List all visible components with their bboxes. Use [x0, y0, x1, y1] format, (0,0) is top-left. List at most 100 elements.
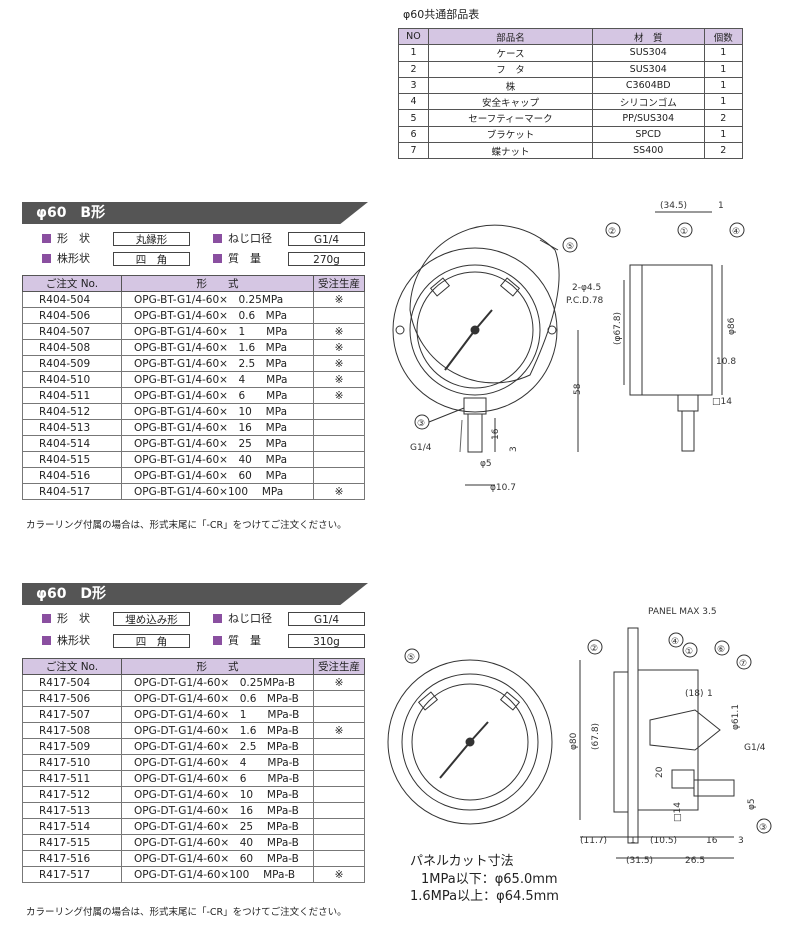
- order-number: R417-509: [22, 738, 122, 755]
- b-callout-4: ④: [732, 227, 740, 237]
- parts-cell: 蝶ナット: [427, 142, 594, 160]
- order-number: R404-506: [22, 307, 122, 324]
- parts-cell: 安全キャップ: [427, 93, 594, 111]
- parts-cell: SS400: [592, 142, 705, 160]
- model-type: OPG-DT-G1/4-60× 40 MPa-B: [121, 834, 314, 851]
- order-number: R417-514: [22, 818, 122, 835]
- drawing-b: ⑤ 2-φ4.5 P.C.D.78 58 16 3 ③ G1/4 φ5 φ10.…: [392, 201, 745, 493]
- model-type: OPG-BT-G1/4-60× 10 MPa: [121, 403, 314, 420]
- parts-cell: 4: [398, 93, 429, 111]
- d-stock-label: 株形状: [42, 633, 90, 649]
- b-dim-phi5: φ5: [480, 459, 492, 469]
- parts-cell: フ タ: [427, 60, 594, 78]
- parts-cell: SUS304: [592, 44, 705, 62]
- model-type: OPG-BT-G1/4-60× 0.6 MPa: [121, 307, 314, 324]
- d-callout-3: ③: [759, 823, 767, 833]
- parts-header-cell: 材 質: [592, 27, 705, 46]
- parts-cell: 7: [398, 142, 429, 160]
- parts-cell: 1: [703, 125, 743, 144]
- b-thread-label: ねじ口径: [213, 231, 272, 247]
- made-to-order-mark: ※: [313, 339, 365, 356]
- d-mass-value: 310g: [288, 634, 365, 648]
- d-dim-117: (11.7): [580, 836, 607, 846]
- b-stock-label: 株形状: [42, 251, 90, 267]
- order-header-cell: 受注生産: [313, 658, 365, 675]
- d-dim-678: (67.8): [591, 723, 601, 750]
- bullet-square-icon: [42, 636, 51, 645]
- b-dim-58: 58: [573, 383, 583, 395]
- d-dim-sq14: □14: [673, 802, 683, 822]
- order-number: R417-506: [22, 690, 122, 707]
- parts-cell: SUS304: [592, 60, 705, 78]
- made-to-order-mark: [313, 307, 365, 324]
- order-number: R417-516: [22, 850, 122, 867]
- b-dim-phi107: φ10.7: [490, 483, 516, 493]
- order-number: R417-512: [22, 786, 122, 803]
- b-dim-thread: G1/4: [410, 443, 432, 453]
- parts-cell: C3604BD: [592, 76, 705, 95]
- b-dim-pcd: P.C.D.78: [566, 296, 604, 306]
- parts-header-cell: NO: [398, 27, 429, 46]
- d-shape-label: 形 状: [42, 611, 90, 627]
- model-type: OPG-BT-G1/4-60× 4 MPa: [121, 371, 314, 388]
- d-dim-315: (31.5): [626, 856, 653, 866]
- b-dim-1: 1: [718, 201, 724, 211]
- parts-header-cell: 部品名: [427, 27, 594, 46]
- order-number: R417-504: [22, 674, 122, 691]
- b-shape-value: 丸縁形: [113, 232, 190, 246]
- made-to-order-mark: ※: [313, 483, 365, 500]
- bullet-square-icon: [42, 254, 51, 263]
- order-number: R404-517: [22, 483, 122, 500]
- b-dim-16: 16: [491, 428, 501, 440]
- order-number: R404-514: [22, 435, 122, 452]
- parts-cell: シリコンゴム: [592, 93, 705, 111]
- parts-cell: セーフティーマーク: [427, 109, 594, 127]
- made-to-order-mark: ※: [313, 355, 365, 372]
- order-number: R404-504: [22, 291, 122, 308]
- parts-table-title: φ60共通部品表: [403, 8, 480, 21]
- b-mass-value: 270g: [288, 252, 365, 266]
- b-note: カラーリング付属の場合は、形式末尾に「-CR」をつけてご注文ください。: [26, 520, 347, 531]
- d-dim-thread: G1/4: [744, 743, 766, 753]
- model-type: OPG-BT-G1/4-60× 1 MPa: [121, 323, 314, 340]
- bullet-square-icon: [213, 636, 222, 645]
- parts-cell: 1: [703, 44, 743, 62]
- bullet-square-icon: [213, 614, 222, 623]
- made-to-order-mark: [313, 451, 365, 468]
- model-type: OPG-BT-G1/4-60×100 MPa: [121, 483, 314, 500]
- d-callout-1: ①: [685, 647, 693, 657]
- made-to-order-mark: [313, 818, 365, 835]
- order-header-cell: ご注文 No.: [22, 275, 122, 292]
- order-number: R417-507: [22, 706, 122, 723]
- d-dim-phi5: φ5: [747, 798, 757, 810]
- made-to-order-mark: [313, 834, 365, 851]
- order-number: R404-516: [22, 467, 122, 484]
- d-dim-18: (18): [685, 689, 703, 699]
- made-to-order-mark: [313, 770, 365, 787]
- model-type: OPG-DT-G1/4-60× 1.6 MPa-B: [121, 722, 314, 739]
- bullet-square-icon: [213, 254, 222, 263]
- b-shape-label: 形 状: [42, 231, 90, 247]
- parts-cell: 株: [427, 76, 594, 95]
- d-dim-80: φ80: [569, 732, 579, 750]
- d-dim-3: 3: [738, 836, 744, 846]
- d-shape-value: 埋め込み形: [113, 612, 190, 626]
- made-to-order-mark: ※: [313, 674, 365, 691]
